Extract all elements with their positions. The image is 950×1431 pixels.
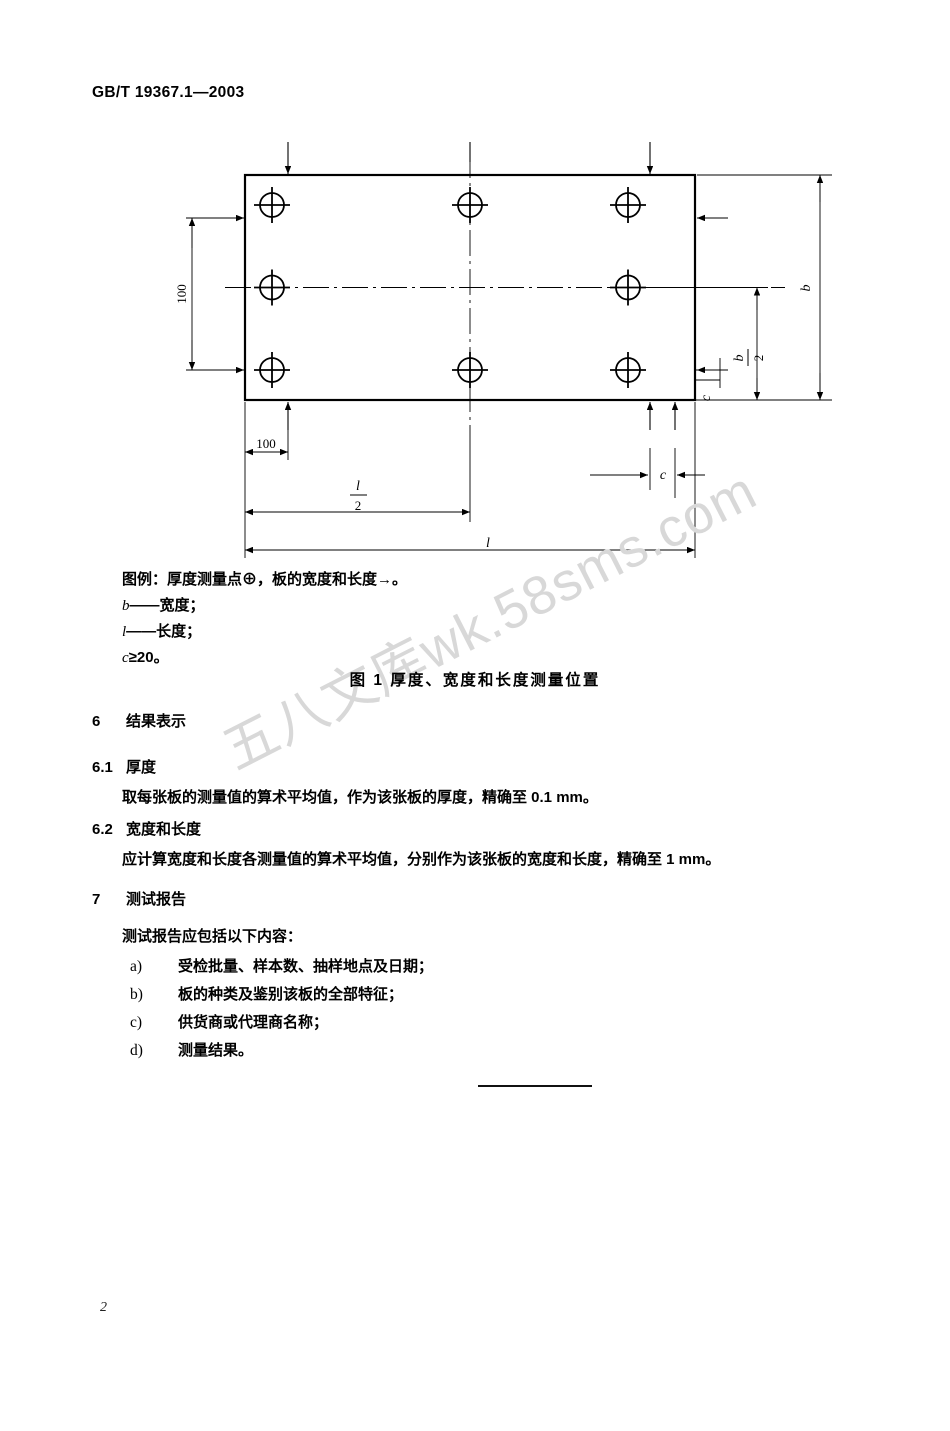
section-title-6-2: 宽度和长度 (126, 821, 202, 838)
report-item-b-marker: b) (130, 986, 143, 1003)
page-number: 2 (100, 1300, 107, 1315)
measurement-point-group (254, 187, 646, 388)
dim-label-100-horizontal: 100 (256, 436, 276, 451)
figure-caption: 图 1 厚度、宽度和长度测量位置 (349, 672, 601, 689)
section-title-6-1: 厚度 (126, 759, 157, 776)
dim-label-c-bottom: c (660, 468, 667, 483)
dim-length (244, 402, 696, 558)
report-item-a-text: 受检批量、样本数、抽样地点及日期； (178, 958, 434, 975)
section-number-6-2: 6.2 (92, 821, 113, 838)
report-item-a: a) 受检批量、样本数、抽样地点及日期； (130, 955, 433, 976)
symbol-l-sep: —— (126, 623, 157, 640)
section-body-6-1: 取每张板的测量值的算术平均值，作为该张板的厚度，精确至 0.1 mm。 (122, 789, 598, 806)
symbol-c: c (122, 650, 129, 666)
dim-c-right (695, 358, 721, 388)
report-item-a-marker: a) (130, 958, 143, 975)
dim-label-half-length: l 2 (350, 479, 367, 513)
dim-c-bottom (590, 448, 705, 498)
svg-text:2: 2 (751, 355, 766, 362)
symbol-b-sep: —— (129, 597, 160, 614)
end-of-document-rule (478, 1085, 592, 1087)
section-body-7: 测试报告应包括以下内容： (122, 928, 303, 945)
dim-100-horizontal (244, 402, 289, 460)
section-heading-6: 6 结果表示 (92, 710, 186, 731)
figure-1-svg: 100 100 l 2 l b b 2 c c (174, 142, 832, 558)
document-header-standard-number: GB/T 19367.1—2003 (92, 84, 245, 101)
report-item-c-text: 供货商或代理商名称； (178, 1014, 329, 1031)
report-item-b: b) 板的种类及鉴别该板的全部特征； (130, 983, 403, 1004)
dim-label-half-width: b 2 (732, 349, 766, 366)
dim-half-length (244, 430, 471, 522)
bottom-edge-arrows (284, 402, 679, 430)
left-edge-arrows (215, 214, 244, 374)
figure-legend: 图例：厚度测量点⊕，板的宽度和长度→。 b——宽度； l——长度； c≥20。 (122, 567, 842, 671)
section-number-6: 6 (92, 713, 101, 730)
figure-1-drawing: 100 100 l 2 l b b 2 c c (120, 130, 880, 560)
dim-label-c-right: c (699, 394, 714, 401)
top-edge-arrows (284, 142, 654, 174)
symbol-l-meaning: 长度； (156, 623, 202, 640)
right-edge-arrows (697, 214, 728, 374)
section-body-6-2: 应计算宽度和长度各测量值的算术平均值，分别作为该张板的宽度和长度，精确至 1 m… (122, 851, 721, 868)
report-item-c: c) 供货商或代理商名称； (130, 1011, 328, 1032)
legend-line: 图例：厚度测量点⊕，板的宽度和长度→。 (122, 571, 408, 588)
report-item-b-text: 板的种类及鉴别该板的全部特征； (178, 986, 404, 1003)
svg-text:2: 2 (355, 498, 362, 513)
legend-symbol-c: c≥20。 (122, 645, 842, 671)
symbol-c-meaning: ≥20。 (128, 649, 169, 666)
svg-text:l: l (356, 479, 360, 494)
dim-label-100-vertical: 100 (174, 284, 189, 304)
dim-label-length: l (486, 536, 490, 551)
dim-100-vertical (186, 217, 244, 371)
report-item-d-marker: d) (130, 1042, 143, 1059)
section-number-6-1: 6.1 (92, 759, 113, 776)
legend-symbol-b: b——宽度； (122, 593, 842, 619)
report-item-d-text: 测量结果。 (178, 1042, 254, 1059)
report-item-d: d) 测量结果。 (130, 1039, 253, 1060)
legend-symbol-l: l——长度； (122, 619, 842, 645)
svg-text:b: b (732, 355, 747, 362)
symbol-b: b (122, 598, 130, 614)
section-title-6: 结果表示 (126, 713, 187, 730)
dim-label-width: b (799, 285, 814, 292)
symbol-l: l (122, 624, 127, 640)
section-number-7: 7 (92, 891, 101, 908)
section-heading-7: 7 测试报告 (92, 888, 186, 909)
section-heading-6-1: 6.1 厚度 (92, 756, 156, 777)
report-item-c-marker: c) (130, 1014, 143, 1031)
dim-half-width (640, 287, 768, 401)
section-title-7: 测试报告 (126, 891, 187, 908)
section-heading-6-2: 6.2 宽度和长度 (92, 818, 201, 839)
symbol-b-meaning: 宽度； (159, 597, 205, 614)
